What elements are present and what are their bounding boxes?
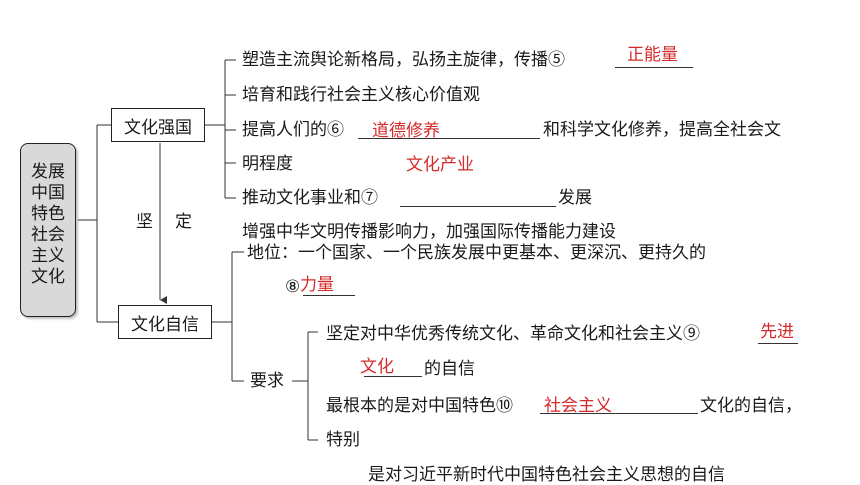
box-cultural-confidence: 文化自信 [118,305,212,339]
requirement-2-cont: 特别 [326,430,360,450]
box-cultural-power-label: 文化强国 [124,117,192,138]
requirement-2-end: 是对习近平新时代中国特色社会主义思想的自信 [368,465,725,485]
root-node: 发展 中国 特色 社会 主义 文化 [20,143,76,317]
root-label-line: 中国 [31,183,65,203]
strong-item-1: 塑造主流舆论新格局，弘扬主旋律，传播⑤ [242,50,565,70]
answer-9a: 先进 [760,322,794,342]
blank-10 [540,413,698,414]
answer-6: 道德修养 [372,121,440,141]
blank-9a [758,343,798,344]
strong-item-3-after: 和科学文化修养，提高全社会文 [543,120,781,140]
requirement-2-after: 文化的自信， [700,396,802,416]
root-label-line: 主义 [31,246,65,266]
blank-9b [364,376,422,377]
root-label-line: 特色 [31,204,65,224]
box-cultural-confidence-label: 文化自信 [131,314,199,335]
answer-7: 文化产业 [406,155,474,175]
box-cultural-power: 文化强国 [111,108,205,142]
strong-item-4-before: 推动文化事业和⑦ [242,188,378,208]
requirement-1-cont: 的自信 [424,359,475,379]
blank-6 [358,138,540,139]
arrow-label-jian: 坚 [136,212,153,232]
requirement-1: 坚定对中华优秀传统文化、革命文化和社会主义⑨ [326,324,700,344]
strong-item-3-cont: 明程度 [242,154,293,174]
answer-8: 力量 [300,275,334,295]
arrow-label-ding: 定 [175,212,192,232]
blank-8 [303,295,355,296]
strong-item-5: 增强中华文明传播影响力，加强国际传播能力建设 [242,222,616,242]
root-label-line: 文化 [31,267,65,287]
root-label-line: 社会 [31,225,65,245]
requirement-label: 要求 [250,371,284,391]
strong-item-2: 培育和践行社会主义核心价值观 [242,85,480,105]
answer-9b: 文化 [360,357,394,377]
answer-5: 正能量 [627,45,678,65]
blank-7 [400,206,556,207]
blank-5 [615,67,693,68]
strong-item-1-text: 塑造主流舆论新格局，弘扬主旋律，传播⑤ [242,50,565,70]
position-num: ⑧ [285,277,301,297]
root-label-line: 发展 [31,162,65,182]
requirement-2-before: 最根本的是对中国特色⑩ [326,396,513,416]
strong-item-3-before: 提高人们的⑥ [242,120,344,140]
position-text: 地位：一个国家、一个民族发展中更基本、更深沉、更持久的 [247,243,706,263]
answer-10: 社会主义 [544,396,612,416]
strong-item-4-after: 发展 [558,188,592,208]
